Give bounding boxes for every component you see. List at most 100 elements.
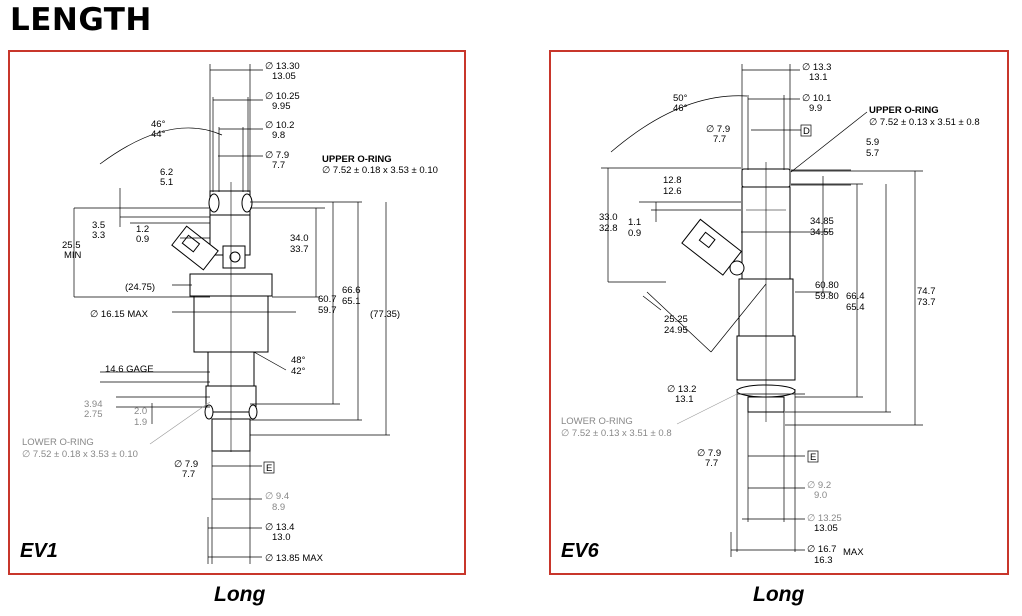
dimension-label: 16.3	[814, 555, 833, 566]
dimension-label: 32.8	[599, 223, 618, 234]
dimension-label: 12.6	[663, 186, 682, 197]
caption-ev1: Long	[214, 583, 266, 606]
dimension-label: 65.4	[846, 302, 865, 313]
dimension-label: 12.8	[663, 175, 682, 186]
dimension-label: 42°	[291, 366, 306, 377]
dimension-label: 60.7	[318, 294, 337, 305]
caption-ev6: Long	[753, 583, 805, 606]
dimension-label: LOWER O-RING	[561, 416, 633, 427]
dimension-label: 2.75	[84, 409, 103, 420]
dimension-label: E	[266, 463, 272, 474]
dimension-label: D	[803, 126, 810, 137]
ev6-dimension-lines	[601, 64, 923, 557]
dimension-label: UPPER O-RING	[869, 105, 939, 116]
dimension-label: 1.9	[134, 417, 147, 428]
ev6-injector-body	[681, 162, 796, 422]
datum-box	[263, 461, 275, 474]
dimension-label: 34.0	[290, 233, 309, 244]
dimension-label: 7.7	[182, 469, 195, 480]
dimension-label: 3.3	[92, 230, 105, 241]
dimension-label: 5.9	[866, 137, 879, 148]
dimension-label: 5.7	[866, 148, 879, 159]
dimension-label: 9.0	[814, 490, 827, 501]
dimension-label: ∅ 10.25	[265, 91, 300, 102]
dimension-label: MIN	[64, 250, 82, 261]
dimension-label: ∅ 7.9	[265, 150, 289, 161]
dimension-label: 9.95	[272, 101, 291, 112]
dimension-label: ∅ 10.2	[265, 120, 294, 131]
dimension-label: 13.1	[675, 394, 694, 405]
dimension-label: ∅ 16.7	[807, 544, 836, 555]
dimension-label: 3.94	[84, 399, 103, 410]
dimension-label: 3.5	[92, 220, 105, 231]
dimension-label: ∅ 13.3	[802, 62, 831, 73]
dimension-label: 46°	[673, 103, 688, 114]
dimension-label: 46°	[151, 119, 166, 130]
dimension-label: 5.1	[160, 177, 173, 188]
dimension-label: 34.55	[810, 227, 834, 238]
dimension-label: 25.5	[62, 240, 81, 251]
dimension-label: 13.05	[814, 523, 838, 534]
dimension-label: ∅ 13.85 MAX	[265, 553, 324, 564]
dimension-label: 33.7	[290, 244, 309, 255]
dimension-label: 14.6 GAGE	[105, 364, 154, 375]
dimension-label: 7.7	[713, 134, 726, 145]
dimension-label: ∅ 13.25	[807, 513, 842, 524]
dimension-label: 13.1	[809, 72, 828, 83]
dimension-label: MAX	[843, 547, 864, 558]
dimension-label: 8.9	[272, 502, 285, 513]
dimension-label: 66.4	[846, 291, 865, 302]
dimension-label: (24.75)	[125, 282, 155, 293]
dimension-label: 50°	[673, 93, 688, 104]
dimension-label: ∅ 7.52 ± 0.13 x 3.51 ± 0.8	[869, 117, 980, 128]
model-label-ev1: EV1	[20, 540, 58, 562]
dimension-label: 13.0	[272, 532, 291, 543]
dimension-label: UPPER O-RING	[322, 154, 392, 165]
dimension-label: 60.80	[815, 280, 839, 291]
dimension-label: (77.35)	[370, 309, 400, 320]
dimension-label: 6.2	[160, 167, 173, 178]
datum-box	[800, 124, 812, 137]
dimension-label: 48°	[291, 355, 306, 366]
dimension-label: 7.7	[705, 458, 718, 469]
dimension-label: 25.25	[664, 314, 688, 325]
dimension-label: ∅ 7.9	[697, 448, 721, 459]
dimension-label: 66.6	[342, 285, 361, 296]
dimension-label: 13.05	[272, 71, 296, 82]
ev6-dimension-labels: ∅ 13.313.1 ∅ 10.19.9 50°46° ∅ 7.97.7 D U…	[561, 62, 980, 566]
model-label-ev6: EV6	[561, 540, 599, 562]
dimension-label: ∅ 13.2	[667, 384, 696, 395]
ev1-injector-body	[171, 182, 273, 452]
dimension-label: 9.8	[272, 130, 285, 141]
datum-box	[807, 450, 819, 463]
dimension-label: ∅ 7.52 ± 0.18 x 3.53 ± 0.10	[322, 165, 438, 176]
dimension-label: 9.9	[809, 103, 822, 114]
dimension-label: LOWER O-RING	[22, 437, 94, 448]
dimension-label: 24.95	[664, 325, 688, 336]
dimension-label: ∅ 7.9	[174, 459, 198, 470]
ev6-injector-drawing: ∅ 13.313.1 ∅ 10.19.9 50°46° ∅ 7.97.7 D U…	[561, 62, 980, 566]
dimension-label: 59.7	[318, 305, 337, 316]
dimension-label: 33.0	[599, 212, 618, 223]
dimension-label: ∅ 7.52 ± 0.18 x 3.53 ± 0.10	[22, 449, 138, 460]
dimension-label: 1.2	[136, 224, 149, 235]
ev1-dimension-lines	[73, 64, 390, 564]
dimension-label: ∅ 13.4	[265, 522, 294, 533]
dimension-label: ∅ 13.30	[265, 61, 300, 72]
dimension-label: 2.0	[134, 406, 147, 417]
dimension-label: 65.1	[342, 296, 361, 307]
dimension-label: 7.7	[272, 160, 285, 171]
dimension-label: 59.80	[815, 291, 839, 302]
dimension-label: ∅ 7.9	[706, 124, 730, 135]
dimension-label: ∅ 7.52 ± 0.13 x 3.51 ± 0.8	[561, 428, 672, 439]
dimension-label: ∅ 10.1	[802, 93, 831, 104]
dimension-label: ∅ 16.15 MAX	[90, 309, 149, 320]
dimension-label: 44°	[151, 129, 166, 140]
dimension-label: 74.7	[917, 286, 936, 297]
dimension-label: E	[810, 452, 816, 463]
dimension-label: 1.1	[628, 217, 641, 228]
page-title: LENGTH	[10, 2, 152, 38]
